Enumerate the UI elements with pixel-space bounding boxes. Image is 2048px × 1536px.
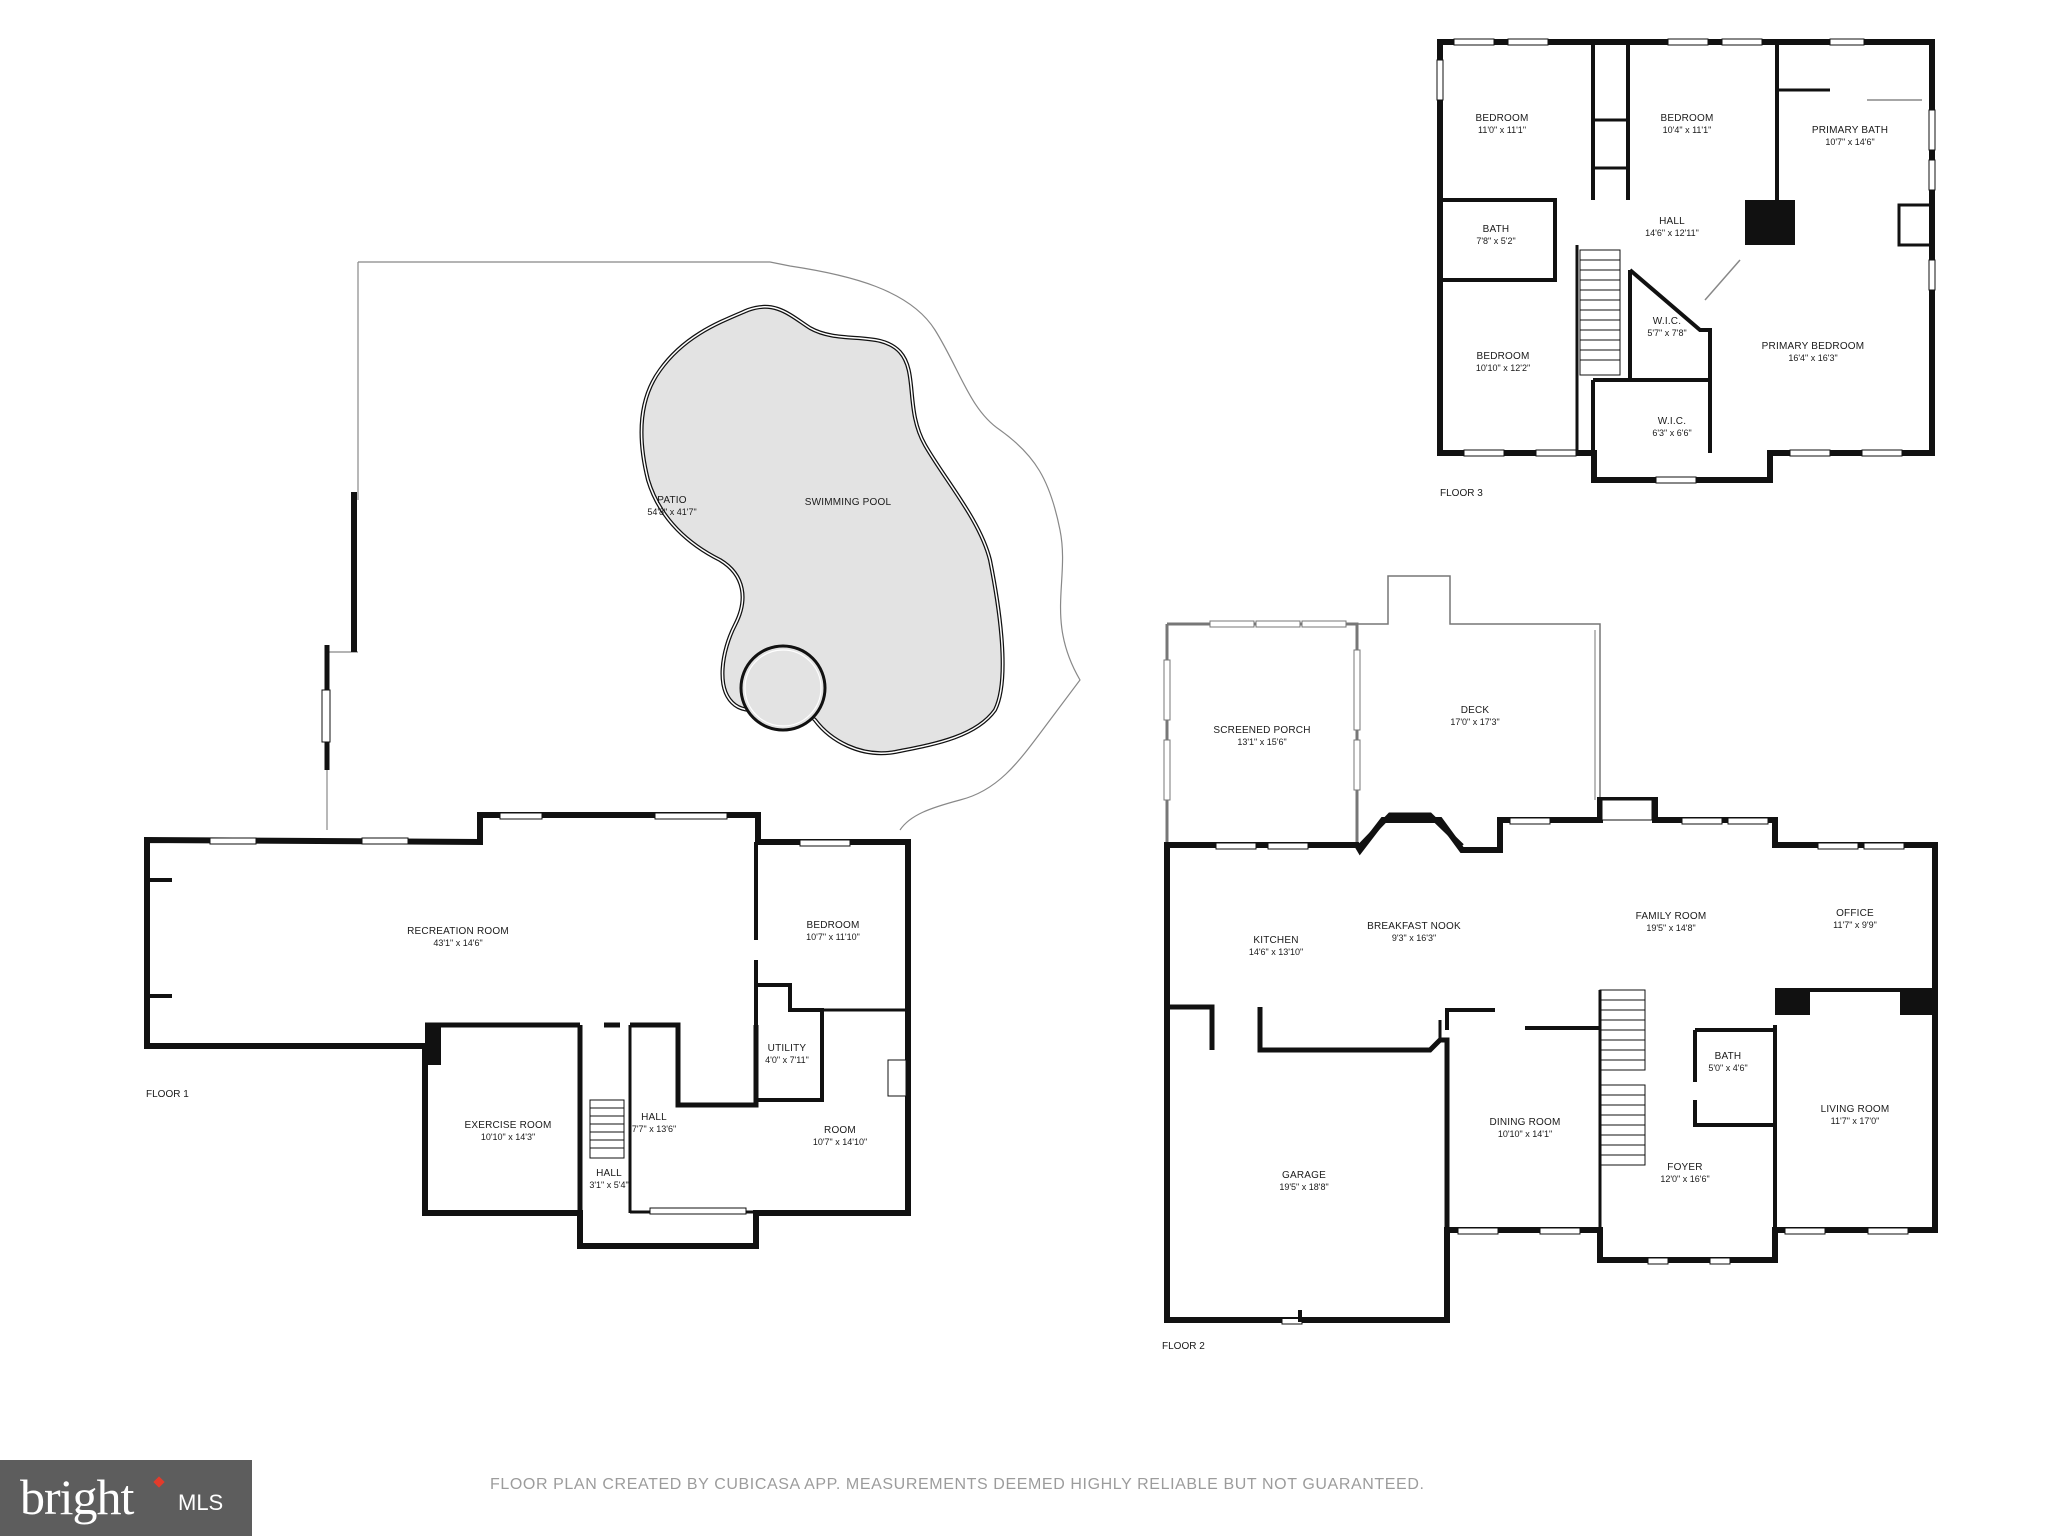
hall-f3-dim: 14'6" x 12'11"	[1645, 228, 1699, 238]
kitchen-dim: 14'6" x 13'10"	[1249, 947, 1303, 957]
floor-1-walls	[144, 812, 911, 1249]
floor-3-label: FLOOR 3	[1440, 488, 1483, 499]
bath-f2-dim: 5'0" x 4'6"	[1708, 1063, 1747, 1073]
floor-1-label: FLOOR 1	[146, 1089, 189, 1100]
utility-name: UTILITY	[768, 1043, 807, 1054]
bedroom-a-dim: 11'0" x 11'1"	[1478, 125, 1526, 135]
logo-wordmark: bright	[20, 1469, 134, 1525]
recreation-dim: 43'1" x 14'6"	[433, 938, 482, 948]
patio-name: PATIO	[657, 495, 687, 506]
bedroom-c-name: BEDROOM	[1476, 351, 1529, 362]
wic-a-name: W.I.C.	[1653, 316, 1681, 327]
bath-f3-name: BATH	[1483, 224, 1510, 235]
foyer-dim: 12'0" x 16'6"	[1660, 1174, 1709, 1184]
foyer-name: FOYER	[1667, 1162, 1702, 1173]
bedroom-b-dim: 10'4" x 11'1"	[1663, 125, 1712, 135]
disclaimer-text: FLOOR PLAN CREATED BY CUBICASA APP. MEAS…	[490, 1476, 1425, 1493]
deck-name: DECK	[1461, 705, 1490, 716]
office-dim: 11'7" x 9'9"	[1833, 920, 1877, 930]
bright-mls-logo: bright MLS	[0, 1460, 252, 1536]
floor-2-plan	[1163, 575, 1938, 1325]
hall-f1b-dim: 3'1" x 5'4"	[589, 1180, 628, 1190]
primary-bath-name: PRIMARY BATH	[1812, 125, 1888, 136]
screened-porch-name: SCREENED PORCH	[1213, 725, 1310, 736]
logo-mls-text: MLS	[178, 1490, 224, 1515]
room-f1-name: ROOM	[824, 1125, 856, 1136]
bedroom-c-dim: 10'10" x 12'2"	[1476, 363, 1530, 373]
floor-3-plan	[1436, 38, 1936, 484]
bedroom-a-name: BEDROOM	[1475, 113, 1528, 124]
recreation-name: RECREATION ROOM	[407, 926, 509, 937]
hall-f3-name: HALL	[1659, 216, 1685, 227]
deck-dim: 17'0" x 17'3"	[1450, 717, 1499, 727]
breakfast-dim: 9'3" x 16'3"	[1392, 933, 1436, 943]
primary-bedroom-dim: 16'4" x 16'3"	[1788, 353, 1837, 363]
bedroom-f1-dim: 10'7" x 11'10"	[806, 932, 860, 942]
pool-name: SWIMMING POOL	[805, 497, 892, 508]
breakfast-name: BREAKFAST NOOK	[1367, 921, 1461, 932]
primary-bath-dim: 10'7" x 14'6"	[1825, 137, 1874, 147]
office-name: OFFICE	[1836, 908, 1874, 919]
bedroom-f1-name: BEDROOM	[806, 920, 859, 931]
living-name: LIVING ROOM	[1821, 1104, 1890, 1115]
garage-name: GARAGE	[1282, 1170, 1326, 1181]
patio-dim: 54'8" x 41'7"	[647, 507, 696, 517]
family-name: FAMILY ROOM	[1636, 911, 1707, 922]
screened-porch-dim: 13'1" x 15'6"	[1237, 737, 1286, 747]
hall-f1a-dim: 7'7" x 13'6"	[632, 1124, 676, 1134]
floor-1-plan	[144, 261, 1081, 1249]
floor-3-walls	[1437, 39, 1935, 483]
living-dim: 11'7" x 17'0"	[1831, 1116, 1880, 1126]
dining-dim: 10'10" x 14'1"	[1498, 1129, 1552, 1139]
dining-name: DINING ROOM	[1489, 1117, 1560, 1128]
bath-f2-name: BATH	[1715, 1051, 1742, 1062]
garage-dim: 19'5" x 18'8"	[1279, 1182, 1328, 1192]
exercise-dim: 10'10" x 14'3"	[481, 1132, 535, 1142]
bath-f3-dim: 7'8" x 5'2"	[1476, 236, 1515, 246]
wic-b-dim: 6'3" x 6'6"	[1652, 428, 1691, 438]
primary-bedroom-name: PRIMARY BEDROOM	[1762, 341, 1865, 352]
logo-star-icon	[153, 1476, 165, 1488]
kitchen-name: KITCHEN	[1253, 935, 1298, 946]
wic-b-name: W.I.C.	[1658, 416, 1686, 427]
exercise-name: EXERCISE ROOM	[464, 1120, 551, 1131]
hot-tub	[739, 644, 827, 732]
family-dim: 19'5" x 14'8"	[1646, 923, 1695, 933]
wic-a-dim: 5'7" x 7'8"	[1647, 328, 1686, 338]
room-f1-dim: 10'7" x 14'10"	[813, 1137, 867, 1147]
bedroom-b-name: BEDROOM	[1660, 113, 1713, 124]
hall-f1b-name: HALL	[596, 1168, 622, 1179]
floor-2-walls	[1164, 797, 1938, 1323]
hall-f1a-name: HALL	[641, 1112, 667, 1123]
utility-dim: 4'0" x 7'11"	[765, 1055, 809, 1065]
floor-2-label: FLOOR 2	[1162, 1341, 1205, 1352]
